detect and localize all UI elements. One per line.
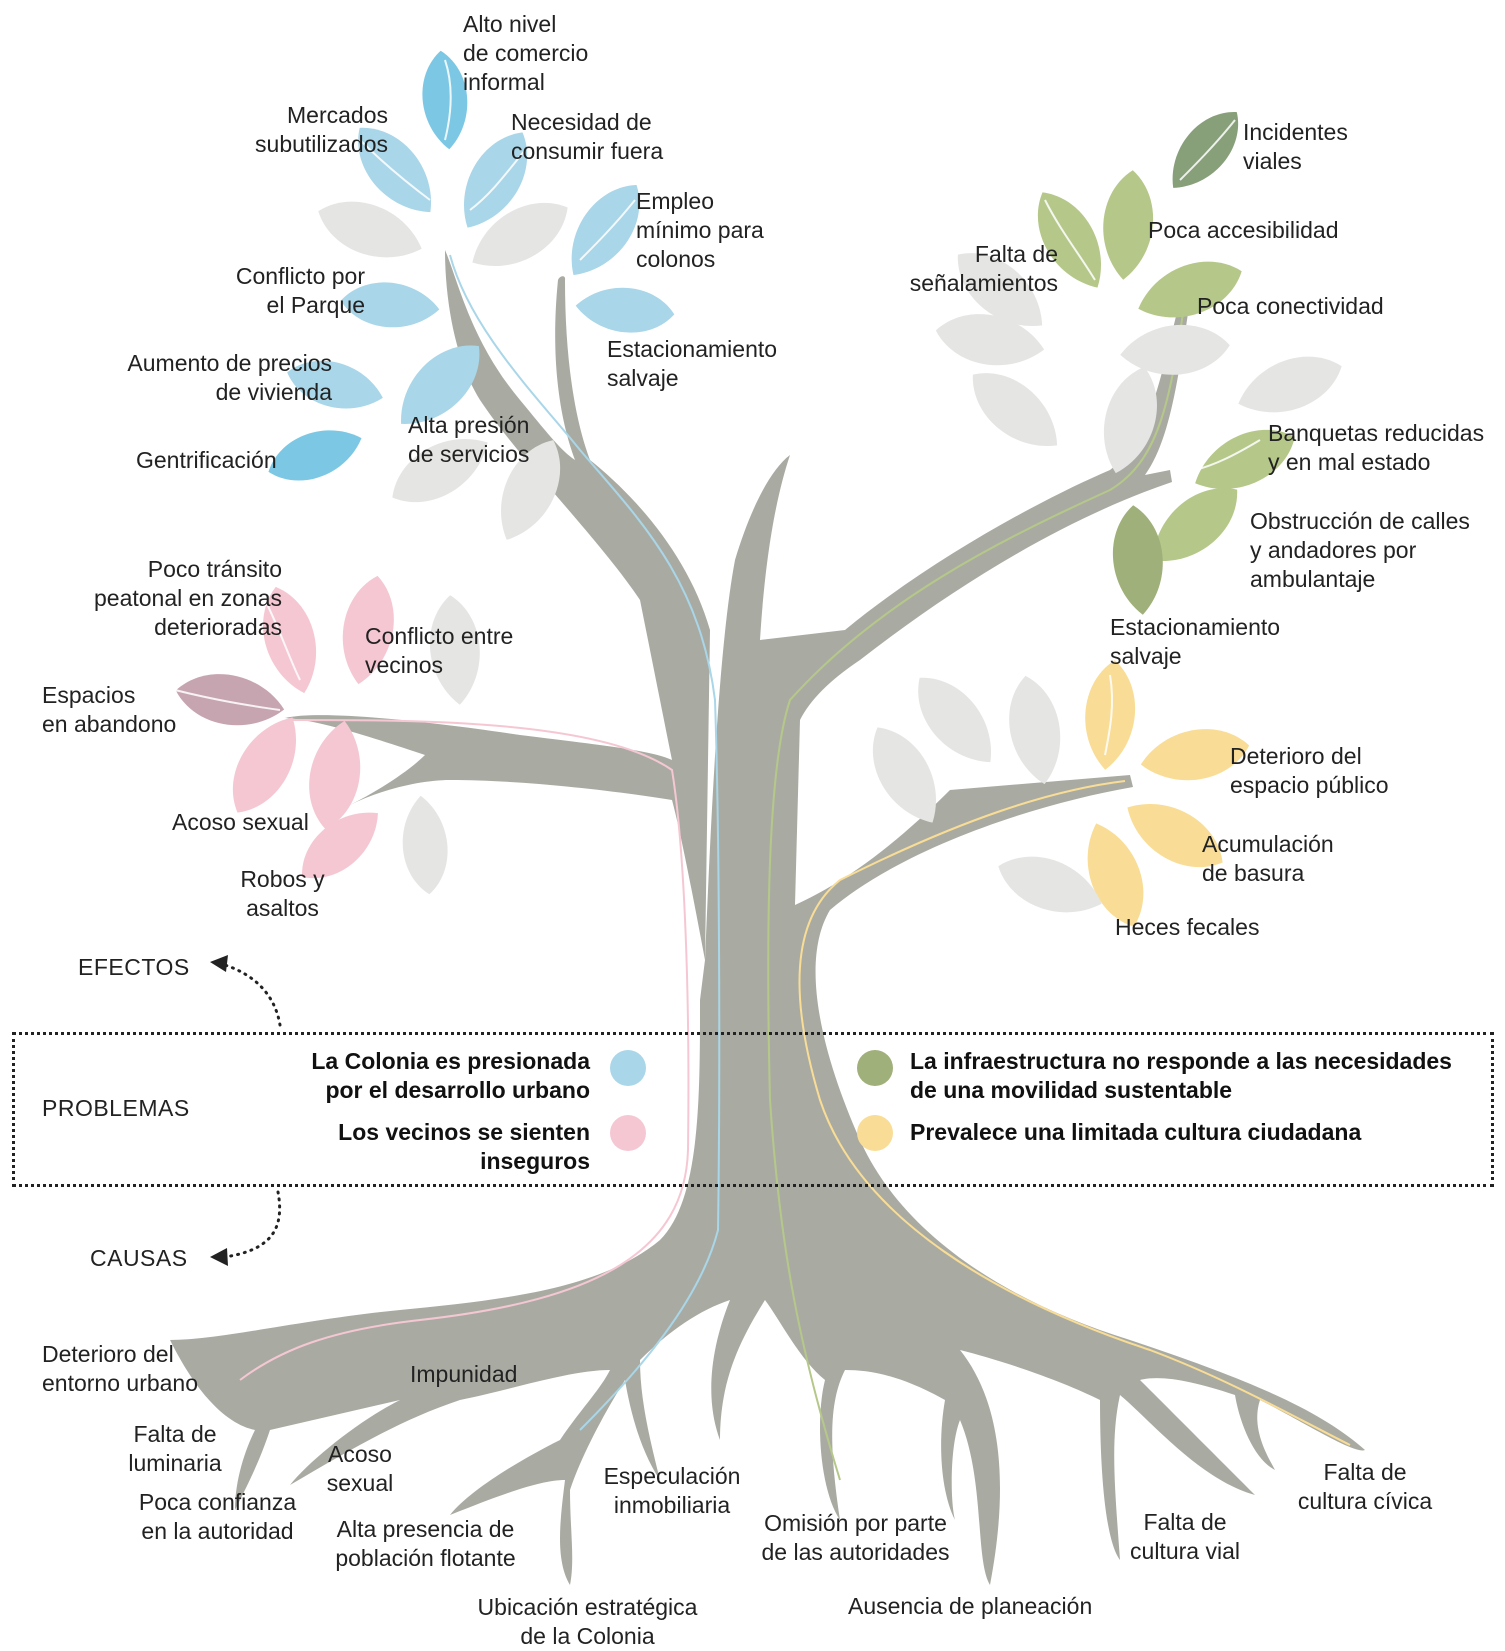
- pink-dot: [610, 1115, 646, 1151]
- effect-label: Acumulación de basura: [1202, 831, 1334, 886]
- effect-label: Acoso sexual: [172, 809, 309, 835]
- yellow-dot: [857, 1115, 893, 1151]
- effect-label: Poca accesibilidad: [1148, 217, 1339, 243]
- problem-civic-culture: Prevalece una limitada cultura ciudadana: [910, 1119, 1362, 1145]
- effect-label: Banquetas reducidas y en mal estado: [1268, 420, 1485, 475]
- problem-urban-pressure: La Colonia es presionada por el desarrol…: [311, 1048, 590, 1103]
- cause-label: Impunidad: [410, 1361, 518, 1387]
- cause-label: Alta presencia de población flotante: [335, 1516, 516, 1571]
- effect-label: Falta de señalamientos: [909, 241, 1058, 296]
- effect-label: Necesidad de consumir fuera: [511, 109, 664, 164]
- effect-label: Conflicto por el Parque: [235, 263, 365, 318]
- cause-label: Ubicación estratégica de la Colonia: [477, 1594, 698, 1649]
- problem-insecurity: Los vecinos se sienten inseguros: [338, 1119, 590, 1174]
- effect-label: Aumento de precios de vivienda: [127, 350, 332, 405]
- problem-infrastructure: La infraestructura no responde a las nec…: [910, 1048, 1452, 1103]
- effect-label: Mercados subutilizados: [255, 102, 388, 157]
- effect-label: Estacionamiento salvaje: [607, 336, 778, 391]
- cause-label: Deterioro del entorno urbano: [42, 1341, 199, 1396]
- effect-label: Robos y asaltos: [240, 866, 325, 921]
- effect-label: Incidentes viales: [1243, 119, 1348, 174]
- cause-label: Falta de cultura cívica: [1297, 1459, 1433, 1514]
- cause-label: Omisión por parte de las autoridades: [761, 1510, 950, 1565]
- effect-label: Poco tránsito peatonal en zonas deterior…: [94, 556, 282, 640]
- effect-label: Espacios en abandono: [42, 682, 177, 737]
- cause-label: Especulación inmobiliaria: [603, 1463, 741, 1518]
- problems-box: [12, 1032, 1494, 1187]
- efectos-label: EFECTOS: [78, 954, 190, 980]
- problemas-label: PROBLEMAS: [42, 1095, 190, 1121]
- cause-label: Poca confianza en la autoridad: [138, 1489, 297, 1544]
- problem-veins: [239, 254, 1351, 1481]
- effect-label: Poca conectividad: [1197, 293, 1384, 319]
- effect-label: Heces fecales: [1115, 914, 1260, 940]
- cause-label: Falta de luminaria: [128, 1421, 222, 1476]
- cause-label: Falta de cultura vial: [1130, 1509, 1240, 1564]
- effect-label: Alto nivel de comercio informal: [463, 11, 589, 95]
- effect-label: Empleo mínimo para colonos: [636, 188, 764, 272]
- effect-label: Deterioro del espacio público: [1230, 743, 1389, 798]
- effect-label: Alta presión de servicios: [408, 412, 530, 467]
- effect-label: Obstrucción de calles y andadores por am…: [1250, 508, 1470, 592]
- green-dot: [857, 1050, 893, 1086]
- effect-label: Conflicto entre vecinos: [365, 623, 514, 678]
- effect-label: Estacionamiento salvaje: [1110, 614, 1281, 669]
- cause-label: Acoso sexual: [326, 1441, 394, 1496]
- arrowheads: [210, 955, 228, 1266]
- causas-label: CAUSAS: [90, 1245, 188, 1271]
- section-arrows: [223, 963, 282, 1259]
- effect-label: Gentrificación: [136, 447, 277, 473]
- blue-dot: [610, 1050, 646, 1086]
- leaf-veins: [174, 59, 1261, 756]
- cause-label: Ausencia de planeación: [848, 1593, 1093, 1619]
